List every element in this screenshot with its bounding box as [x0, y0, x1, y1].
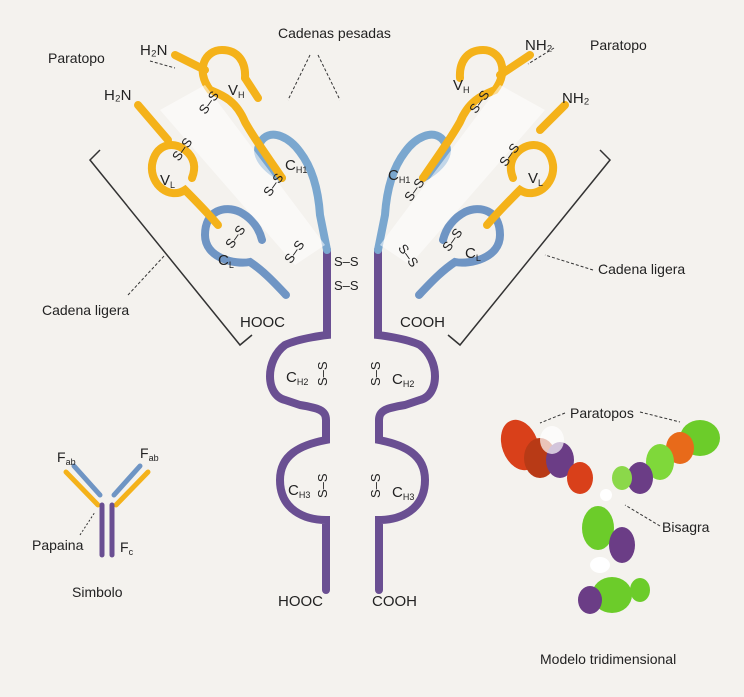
label-vl-left: V — [160, 172, 170, 189]
svg-text:CL: CL — [465, 245, 481, 263]
svg-text:Fc: Fc — [120, 539, 134, 557]
svg-text:CH3: CH3 — [392, 484, 414, 502]
disulfide-hinge-2: S–S — [334, 278, 359, 293]
svg-text:VH: VH — [453, 77, 470, 95]
label-nh2-1: NH₂ — [525, 37, 553, 54]
label-h2n-2: H₂N — [104, 87, 132, 104]
label-ch1-left-sub: H1 — [296, 165, 308, 175]
label-ch3-left: C — [288, 482, 299, 499]
label-ch2-left-sub: H2 — [297, 377, 309, 387]
label-fab-right: F — [140, 445, 149, 461]
disulfide-ch3-right: S–S — [368, 473, 383, 498]
label-hooc-mid: HOOC — [240, 314, 285, 331]
heavy-chain-left-fc — [270, 250, 327, 590]
label-nh2-2: NH₂ — [562, 90, 590, 107]
label-ch3-right: C — [392, 484, 403, 501]
label-hinge: Bisagra — [662, 519, 710, 535]
label-vh-right-sub: H — [463, 85, 470, 95]
svg-text:Fab: Fab — [140, 445, 159, 463]
disulfide-ch3-left: S–S — [315, 473, 330, 498]
label-cl-left: C — [218, 252, 229, 269]
label-vl-right: V — [528, 170, 538, 187]
svg-text:VH: VH — [228, 82, 245, 100]
label-heavy-chains: Cadenas pesadas — [278, 25, 391, 41]
label-cl-right-sub: L — [476, 253, 481, 263]
svg-text:CH1: CH1 — [388, 167, 410, 185]
label-fab-right-sub: ab — [149, 453, 159, 463]
label-h2n-1: H₂N — [140, 42, 168, 59]
svg-text:CH2: CH2 — [392, 371, 414, 389]
label-ch2-left: C — [286, 369, 297, 386]
label-ch3-left-sub: H3 — [299, 490, 311, 500]
label-model3d: Modelo tridimensional — [540, 651, 676, 667]
svg-text:Fab: Fab — [57, 449, 76, 467]
label-fc: F — [120, 539, 129, 555]
svg-text:VL: VL — [160, 172, 175, 190]
svg-text:CH3: CH3 — [288, 482, 310, 500]
label-vl-left-sub: L — [170, 180, 175, 190]
label-ch3-right-sub: H3 — [403, 492, 415, 502]
disulfide-hinge-1: S–S — [334, 254, 359, 269]
model-3d — [494, 414, 720, 614]
label-vh-left-sub: H — [238, 90, 245, 100]
label-light-chain-right: Cadena ligera — [598, 261, 685, 277]
disulfide-cl-left: S–S — [222, 222, 249, 251]
label-paratope-right: Paratopo — [590, 37, 647, 53]
label-light-chain-left: Cadena ligera — [42, 302, 129, 318]
label-vh-right: V — [453, 77, 463, 94]
disulfide-ch2-right: S–S — [368, 361, 383, 386]
label-fab-left-sub: ab — [66, 457, 76, 467]
heavy-chain-right-fc — [378, 250, 435, 590]
label-cooh-mid: COOH — [400, 314, 445, 331]
svg-text:VL: VL — [528, 170, 543, 188]
label-hooc-bottom: HOOC — [278, 593, 323, 610]
label-symbol: Simbolo — [72, 584, 123, 600]
label-paratopes: Paratopos — [570, 405, 634, 421]
label-fab-left: F — [57, 449, 66, 465]
label-vl-right-sub: L — [538, 178, 543, 188]
label-ch1-right: C — [388, 167, 399, 184]
disulfide-ch2-left: S–S — [315, 361, 330, 386]
label-paratope-left: Paratopo — [48, 50, 105, 66]
label-ch1-left: C — [285, 157, 296, 174]
label-cooh-bottom: COOH — [372, 593, 417, 610]
label-fc-sub: c — [129, 547, 134, 557]
svg-text:CL: CL — [218, 252, 234, 270]
svg-text:CH2: CH2 — [286, 369, 308, 387]
label-ch2-right-sub: H2 — [403, 379, 415, 389]
label-papain: Papaina — [32, 537, 84, 553]
label-cl-left-sub: L — [229, 260, 234, 270]
label-cl-right: C — [465, 245, 476, 262]
label-vh-left: V — [228, 82, 238, 99]
label-ch2-right: C — [392, 371, 403, 388]
